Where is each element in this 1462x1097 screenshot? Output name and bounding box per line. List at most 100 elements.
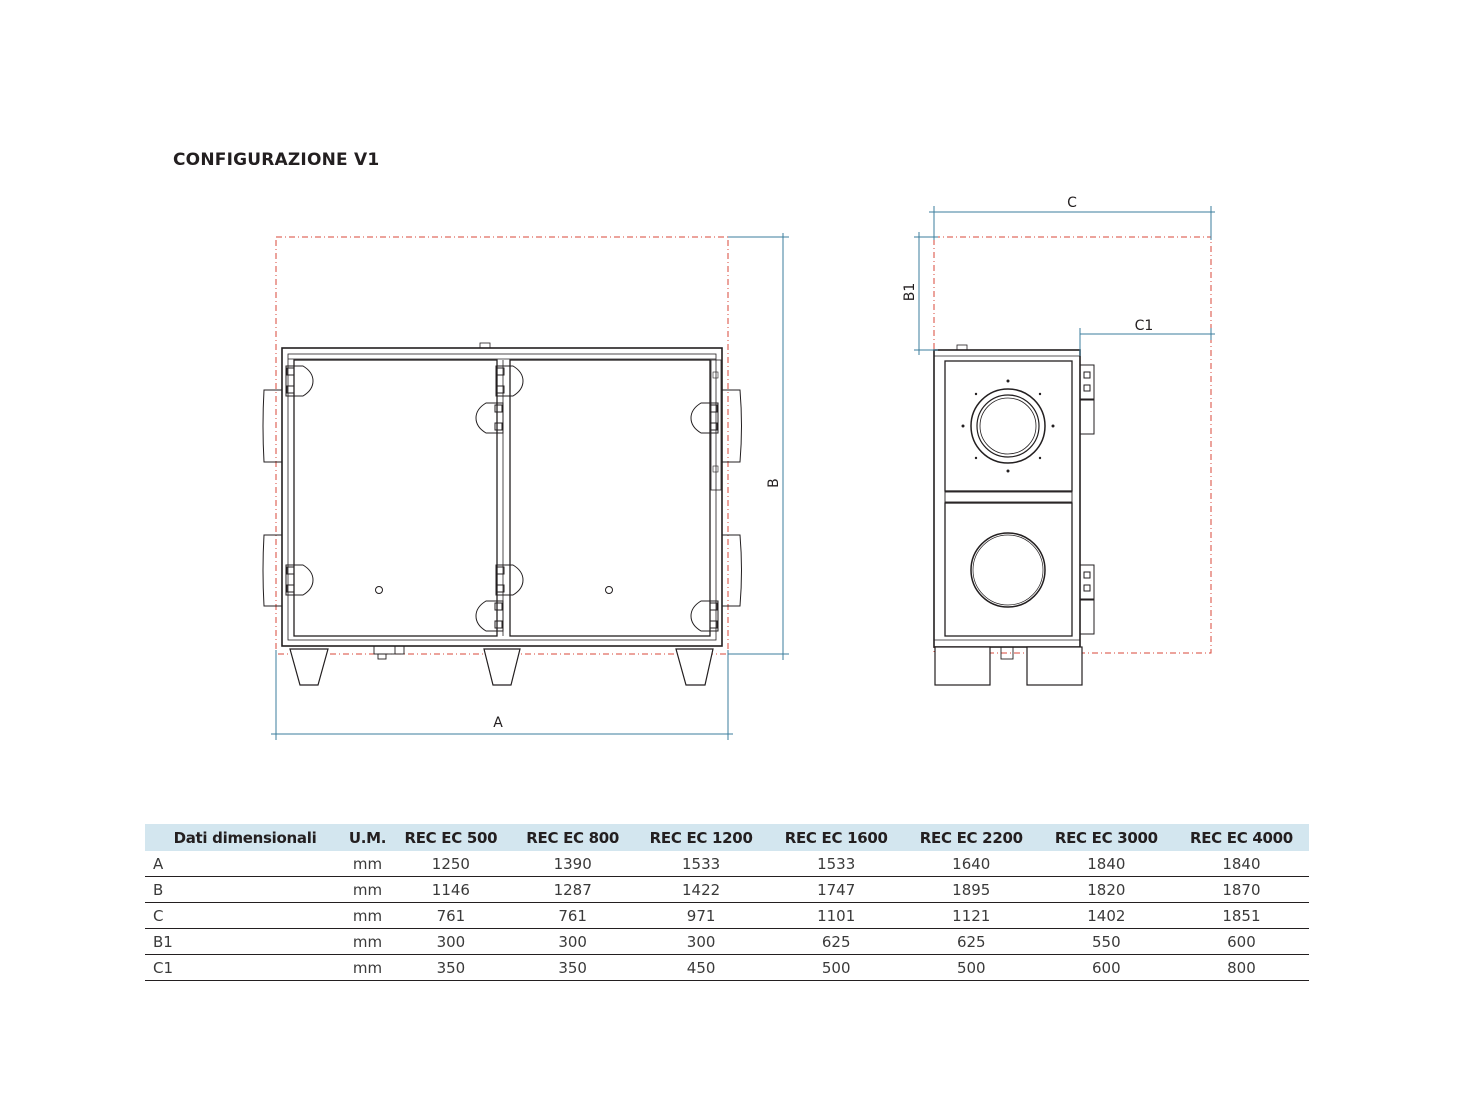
- table-header: REC EC 800: [526, 828, 620, 847]
- side-foot-left: [934, 646, 991, 686]
- table-cell: 500: [903, 954, 1039, 981]
- side-duct-top-2: [1079, 399, 1095, 435]
- table-cell: 1422: [633, 876, 769, 903]
- table-cell: 300: [633, 928, 769, 955]
- table-cell: mm: [345, 902, 390, 929]
- front-duct-right-top: [722, 389, 742, 463]
- table-cell: 1390: [511, 851, 634, 877]
- side-view: C B1 C1: [902, 195, 1215, 686]
- table-cell: 1101: [768, 902, 904, 929]
- table-row: B mm 1146 1287 1422 1747 1895 1820 1870: [145, 876, 1309, 903]
- table-cell: 500: [768, 954, 904, 981]
- side-top-knob: [956, 344, 968, 351]
- table-cell: 1146: [390, 876, 512, 903]
- table-cell: 1820: [1038, 876, 1174, 903]
- side-envelope: [933, 236, 1212, 654]
- dimension-c-label: C: [1067, 195, 1077, 211]
- table-cell: 550: [1038, 928, 1174, 955]
- table-cell: 450: [633, 954, 769, 981]
- table-cell: 600: [1173, 928, 1309, 955]
- table-cell: 1250: [390, 851, 512, 877]
- table-header: U.M.: [348, 828, 387, 847]
- dimension-c1-label: C1: [1135, 318, 1154, 334]
- table-header: REC EC 2200: [919, 828, 1023, 847]
- dimension-c: [929, 206, 1215, 240]
- table-cell: C: [145, 902, 345, 929]
- table-cell: 1840: [1038, 851, 1174, 877]
- table-cell: A: [145, 851, 345, 877]
- table-header: REC EC 3000: [1054, 828, 1158, 847]
- table-cell: 1402: [1038, 902, 1174, 929]
- table-header-row: Dati dimensionali U.M. REC EC 500 REC EC…: [145, 824, 1309, 851]
- side-lower-port: [970, 532, 1046, 608]
- table-cell: 1121: [903, 902, 1039, 929]
- dimension-a: [271, 650, 733, 740]
- dimension-a-label: A: [493, 715, 503, 731]
- side-middle-rail: [944, 491, 1073, 503]
- table-cell: mm: [345, 954, 390, 981]
- table-cell: 971: [633, 902, 769, 929]
- table-cell: 1895: [903, 876, 1039, 903]
- table-row: B1 mm 300 300 300 625 625 550 600: [145, 928, 1309, 955]
- front-panel-right: [509, 359, 711, 637]
- front-panel-left: [293, 359, 498, 637]
- table-cell: B: [145, 876, 345, 903]
- table-row: C mm 761 761 971 1101 1121 1402 1851: [145, 902, 1309, 929]
- dimension-b1-label: B1: [902, 283, 918, 302]
- dimension-c1: [1079, 328, 1215, 356]
- dimension-b: [728, 233, 789, 660]
- table-header: Dati dimensionali: [173, 828, 317, 847]
- table-cell: mm: [345, 928, 390, 955]
- table-cell: 1747: [768, 876, 904, 903]
- table-cell: 625: [768, 928, 904, 955]
- table-header: REC EC 4000: [1189, 828, 1293, 847]
- table-cell: B1: [145, 928, 345, 955]
- table-cell: mm: [345, 851, 390, 877]
- table-cell: 600: [1038, 954, 1174, 981]
- table-header: REC EC 1200: [649, 828, 753, 847]
- side-panel-lower: [944, 502, 1073, 637]
- front-panel-right-knob: [605, 586, 613, 594]
- side-upper-port-outer: [970, 388, 1046, 464]
- table-cell: 625: [903, 928, 1039, 955]
- side-duct-bottom-1: [1079, 564, 1095, 600]
- side-foot-right: [1026, 646, 1083, 686]
- front-top-knob: [479, 342, 491, 349]
- front-panel-left-knob: [375, 586, 383, 594]
- table-header: REC EC 500: [404, 828, 498, 847]
- dimension-b-label: B: [766, 478, 782, 488]
- table-row: A mm 1250 1390 1533 1533 1640 1840 1840: [145, 851, 1309, 877]
- dimension-b1: [914, 232, 938, 355]
- table-cell: 1640: [903, 851, 1039, 877]
- table-cell: 1533: [633, 851, 769, 877]
- table-cell: 1533: [768, 851, 904, 877]
- table-header: REC EC 1600: [784, 828, 888, 847]
- front-feet: [289, 648, 714, 686]
- front-duct-left-bottom: [262, 534, 282, 607]
- side-panel-upper: [944, 360, 1073, 492]
- front-drain-fitting: [373, 645, 405, 660]
- front-duct-left-top: [262, 389, 282, 463]
- table-cell: mm: [345, 876, 390, 903]
- front-view: A B: [262, 233, 789, 740]
- technical-drawing: A B: [262, 195, 1215, 740]
- table-cell: 800: [1173, 954, 1309, 981]
- table-cell: 1840: [1173, 851, 1309, 877]
- table-cell: 350: [511, 954, 634, 981]
- table-cell: 1851: [1173, 902, 1309, 929]
- table-cell: 761: [511, 902, 634, 929]
- table-cell: 350: [390, 954, 512, 981]
- side-duct-top-1: [1079, 364, 1095, 400]
- dimensions-table: Dati dimensionali U.M. REC EC 500 REC EC…: [145, 824, 1309, 981]
- front-control-strip: [710, 359, 722, 491]
- table-cell: 300: [390, 928, 512, 955]
- side-duct-bottom-2: [1079, 599, 1095, 635]
- table-cell: 1870: [1173, 876, 1309, 903]
- front-duct-right-bottom: [722, 534, 742, 607]
- table-cell: 1287: [511, 876, 634, 903]
- page-title: CONFIGURAZIONE V1: [173, 150, 380, 170]
- table-cell: 300: [511, 928, 634, 955]
- front-casing-frame: [287, 353, 717, 641]
- table-cell: C1: [145, 954, 345, 981]
- table-cell: 761: [390, 902, 512, 929]
